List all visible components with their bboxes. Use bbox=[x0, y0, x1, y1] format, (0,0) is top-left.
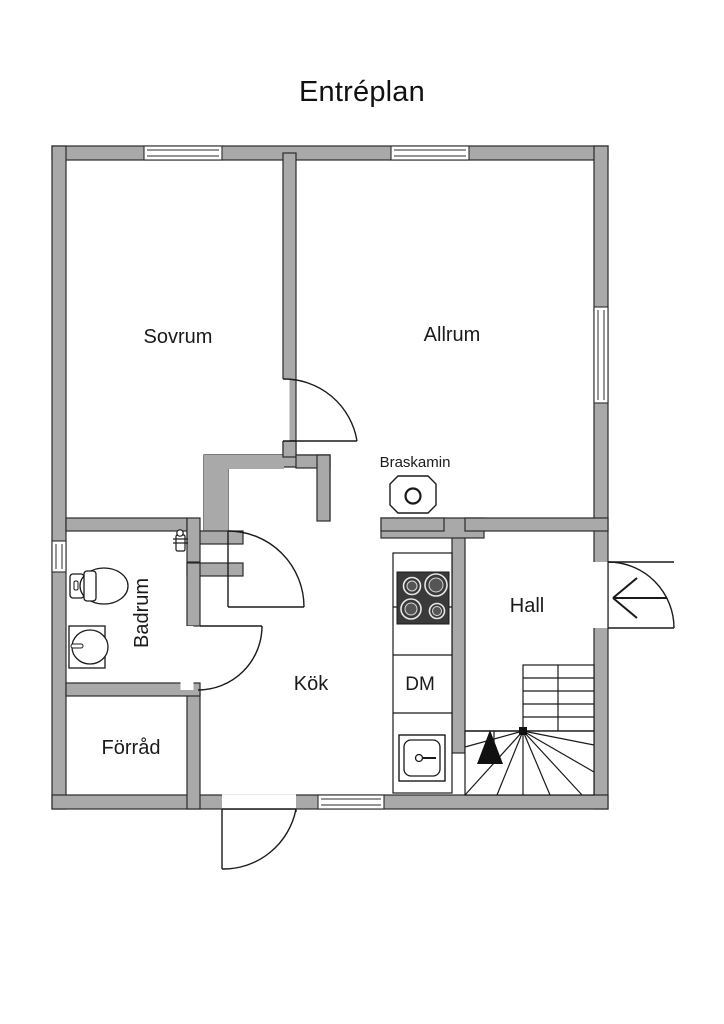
room-label-kok: Kök bbox=[294, 673, 329, 695]
stove-icon bbox=[396, 571, 450, 625]
door-sovrum bbox=[276, 378, 358, 442]
washbasin-icon bbox=[68, 625, 109, 669]
room-label-hall: Hall bbox=[510, 595, 544, 617]
window-kok-south bbox=[317, 794, 385, 810]
door-entrance-east bbox=[587, 561, 675, 629]
room-label-forrad: Förråd bbox=[102, 737, 161, 759]
window-badrum-west bbox=[51, 540, 67, 573]
wood-stove-icon bbox=[389, 475, 437, 514]
annotation-braskamin: Braskamin bbox=[380, 454, 451, 471]
window-allrum-north bbox=[390, 145, 470, 161]
door-south-exit bbox=[221, 794, 297, 870]
annotation-dishwasher: DM bbox=[405, 674, 435, 695]
room-label-sovrum: Sovrum bbox=[144, 326, 213, 348]
stair-direction-arrow-icon bbox=[477, 730, 503, 764]
room-label-badrum: Badrum bbox=[131, 578, 153, 648]
door-badrum bbox=[180, 625, 263, 691]
window-sovrum-north bbox=[143, 145, 223, 161]
toilet-icon bbox=[69, 567, 129, 605]
page-title: Entréplan bbox=[299, 76, 425, 108]
sink-icon bbox=[398, 734, 446, 782]
entrance-direction-arrow-icon bbox=[612, 577, 667, 619]
door-closet bbox=[227, 530, 305, 608]
staircase-icon bbox=[464, 664, 595, 796]
shower-mixer-icon bbox=[173, 529, 188, 552]
interior-walls bbox=[65, 152, 609, 810]
window-allrum-east bbox=[593, 306, 609, 404]
room-label-allrum: Allrum bbox=[424, 324, 481, 346]
